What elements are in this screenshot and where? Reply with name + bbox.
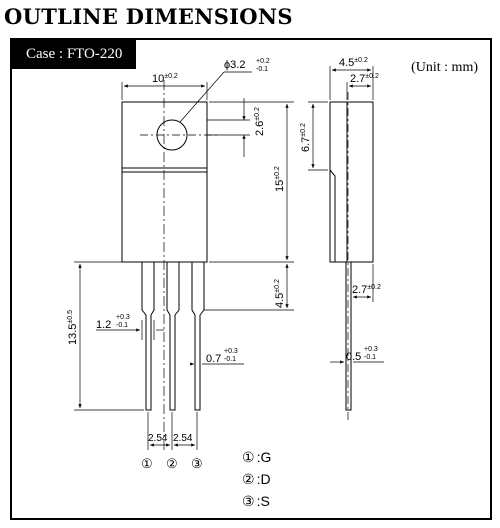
side-view — [329, 92, 374, 420]
dim-lead-width-top: 1.2 — [96, 319, 111, 331]
dim-lead-length: 13.5±0.5 — [67, 310, 79, 345]
dim-hole-offset: 2.6±0.2 — [254, 107, 266, 136]
outline-svg: 10±0.2 ϕ3.2 +0.2 -0.1 2.6±0.2 15±0.2 4.5… — [67, 57, 384, 509]
dim-side-lead-thickness-plus: +0.3 — [364, 346, 378, 353]
pin-1-marker: ① — [141, 456, 153, 471]
package-body — [121, 101, 208, 263]
dim-body-width: 10±0.2 — [152, 73, 178, 85]
side-body — [329, 101, 374, 263]
dim-body-height: 15±0.2 — [274, 166, 286, 192]
legend-pin-3: ③:S — [242, 493, 270, 509]
dim-side-lead-thickness: 0.5 — [346, 351, 361, 363]
lead-3 — [191, 262, 205, 411]
outline-drawing: Case : FTO-220 (Unit : mm) — [10, 38, 492, 520]
leads — [141, 262, 205, 411]
dim-lead-width-top-plus: +0.3 — [116, 314, 130, 321]
pin-number-markers: ① ② ③ — [141, 456, 203, 471]
dim-side-tab-height: 6.7±0.2 — [300, 123, 312, 152]
dim-lead-width-minus: -0.1 — [224, 356, 236, 363]
case-label: Case : FTO-220 — [12, 40, 137, 69]
pin-2-marker: ② — [166, 456, 178, 471]
dim-hole-dia: ϕ3.2 — [224, 59, 245, 71]
dim-lead-width: 0.7 — [206, 353, 221, 365]
side-dimension-labels: 4.5±0.2 2.7±0.2 6.7±0.2 2.7±0.2 0.5 +0.3… — [300, 57, 381, 363]
pin-3-marker: ③ — [191, 456, 203, 471]
unit-note: (Unit : mm) — [411, 60, 478, 75]
dim-pitch-1: 2.54 — [148, 433, 168, 444]
dim-hole-tol-minus: -0.1 — [256, 66, 268, 73]
lead-1 — [141, 262, 155, 411]
dim-pitch-2: 2.54 — [173, 433, 193, 444]
legend-pin-1: ①:G — [242, 449, 271, 465]
dim-lead-width-top-minus: -0.1 — [116, 322, 128, 329]
pin-legend: ①:G ②:D ③:S — [242, 449, 271, 509]
front-view — [121, 80, 217, 450]
dim-hole-tol-plus: +0.2 — [256, 58, 270, 65]
dim-side-lead-offset: 2.7±0.2 — [352, 284, 381, 296]
dim-side-thickness: 4.5±0.2 — [339, 57, 368, 69]
dim-side-tab: 2.7±0.2 — [350, 73, 379, 85]
lead-2 — [166, 262, 180, 411]
dim-side-lead-thickness-minus: -0.1 — [364, 354, 376, 361]
dim-lead-shoulder: 4.5±0.2 — [274, 279, 286, 308]
dim-lead-width-plus: +0.3 — [224, 348, 238, 355]
side-lead — [345, 261, 352, 411]
legend-pin-2: ②:D — [242, 471, 271, 487]
front-dimension-labels: 10±0.2 ϕ3.2 +0.2 -0.1 2.6±0.2 15±0.2 4.5… — [67, 58, 286, 444]
page-title: OUTLINE DIMENSIONS — [4, 4, 293, 29]
